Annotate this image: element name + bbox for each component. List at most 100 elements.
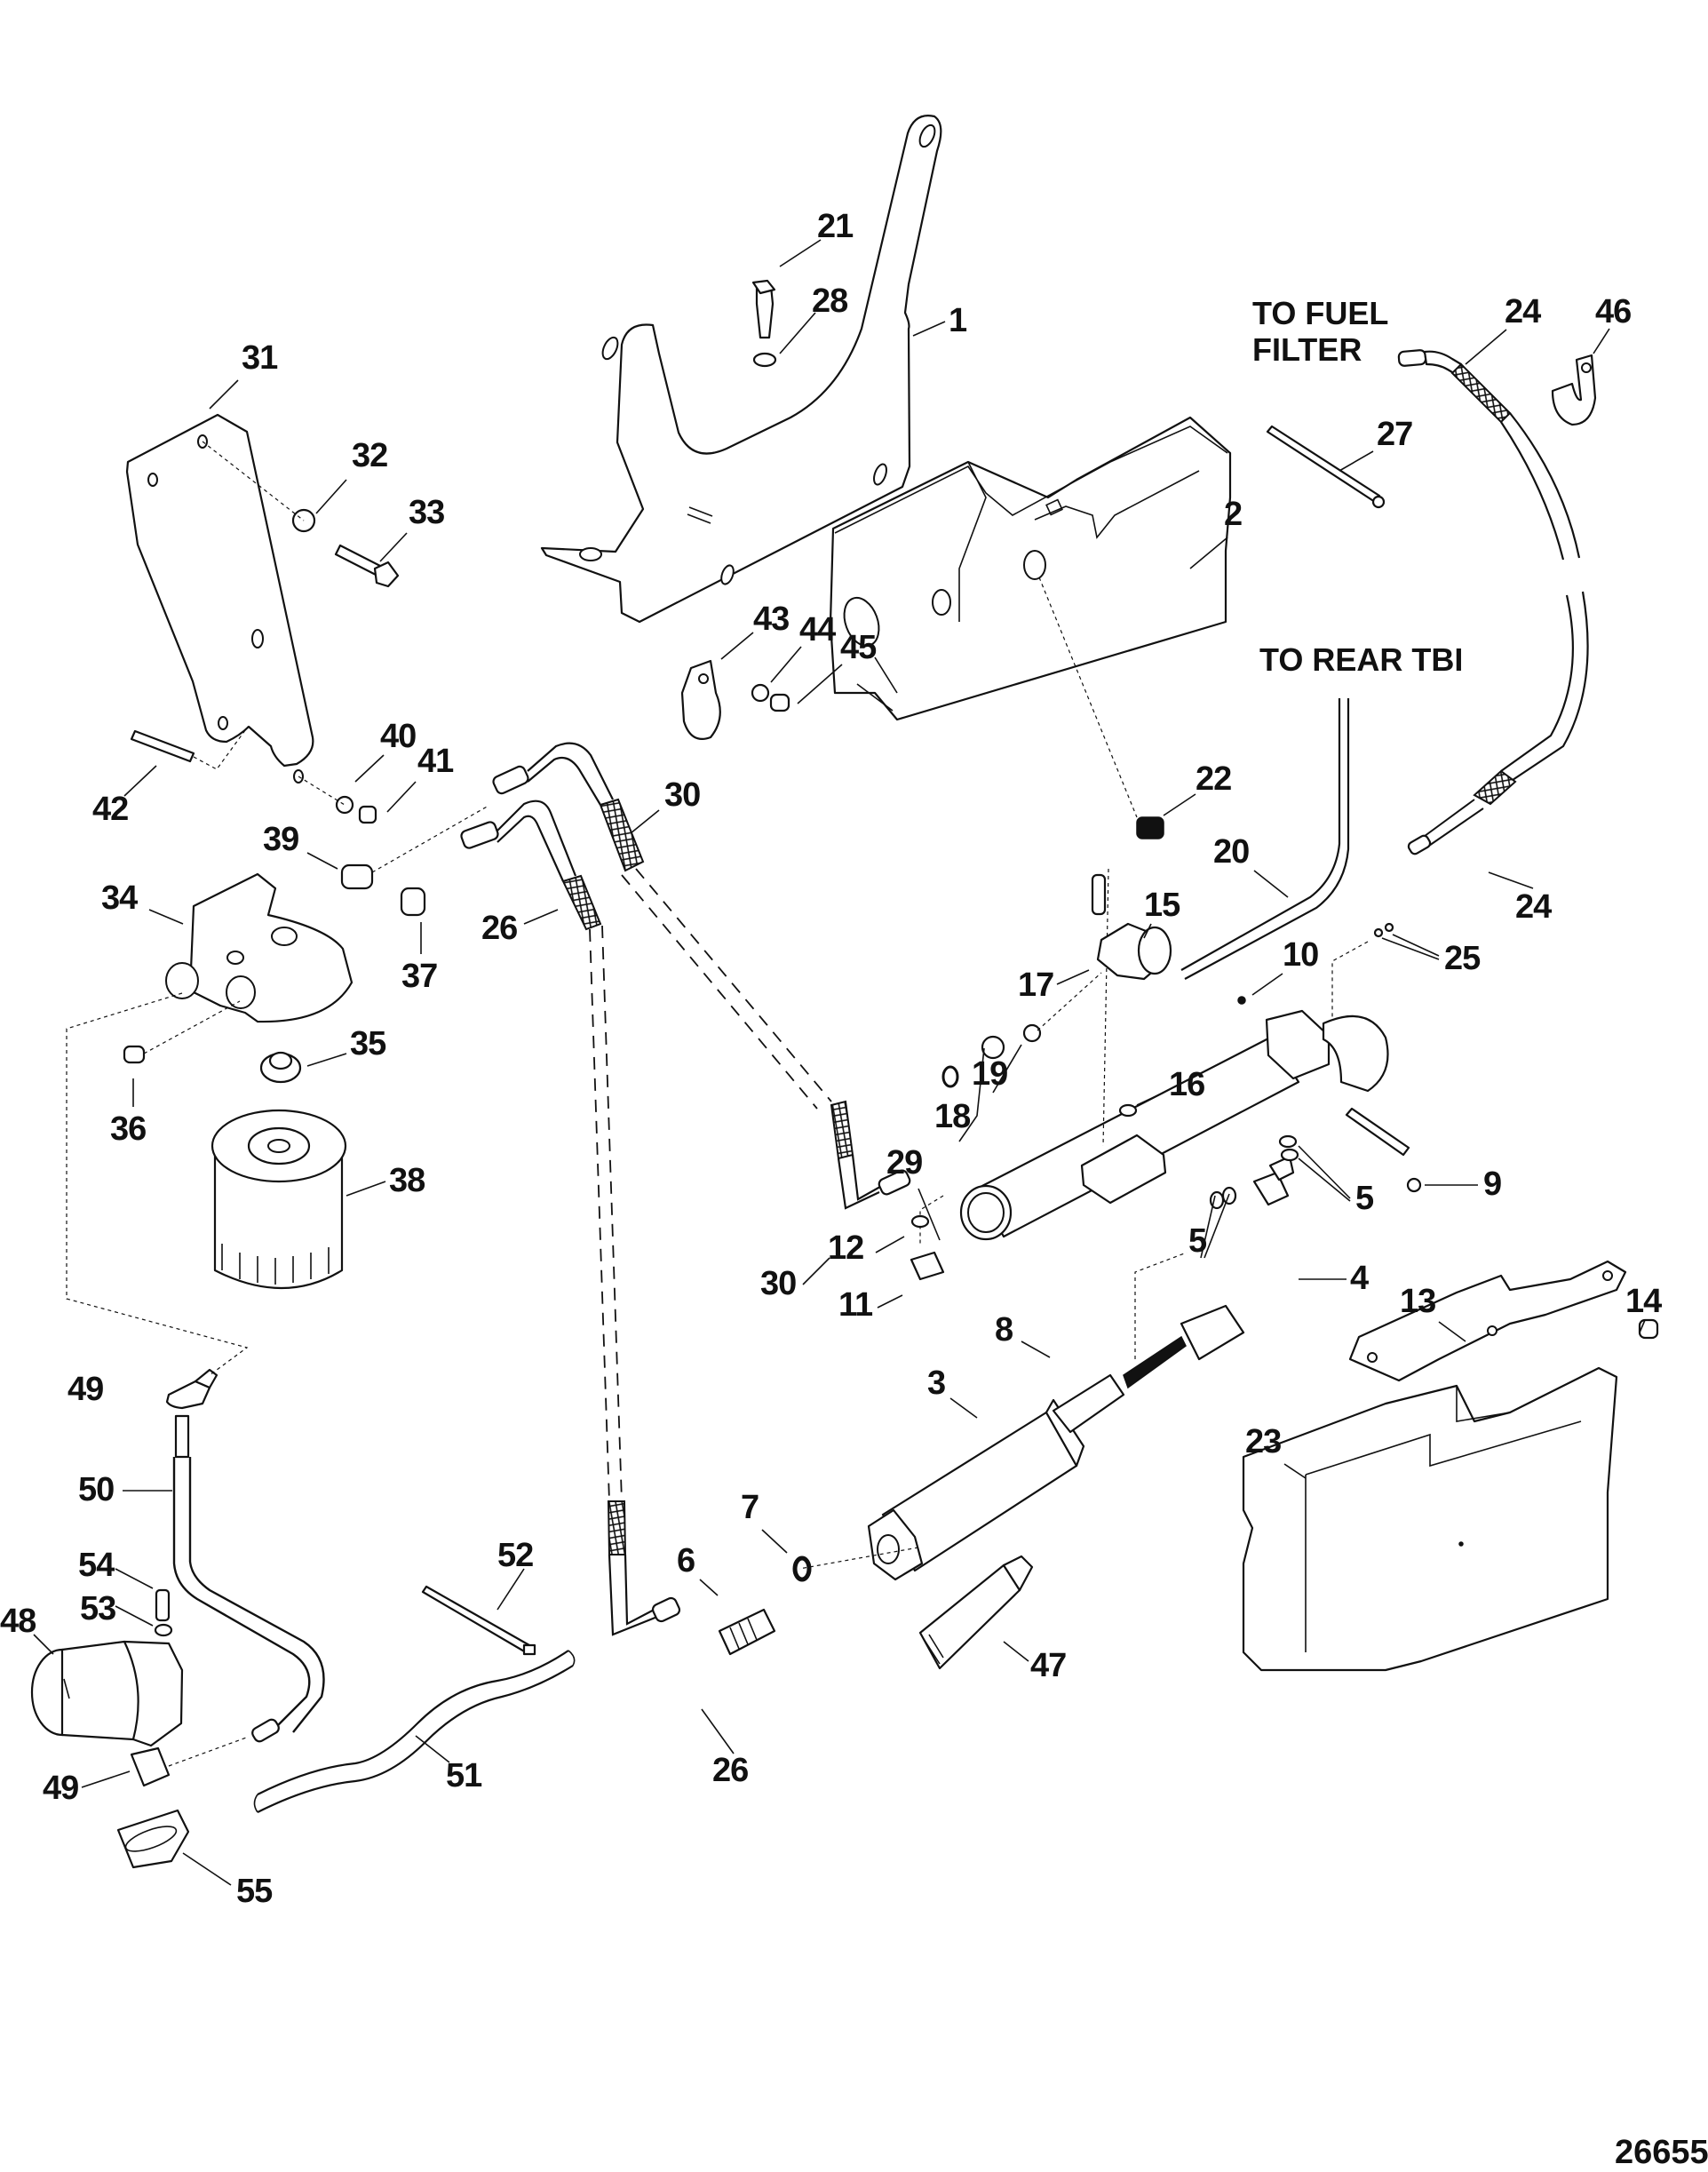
callout-41: 41 [417,743,454,780]
callout-35: 35 [350,1025,386,1062]
callout-12: 12 [828,1229,864,1267]
part-47-sealant-tube [918,1555,1034,1670]
callout-16: 16 [1169,1066,1205,1103]
part-12-o-ring [910,1214,930,1229]
part-46-clamp [1551,354,1597,426]
callout-31: 31 [242,339,278,377]
assembly-line-31-40 [298,776,346,806]
part-44-washer [751,683,770,703]
callout-34: 34 [101,879,138,917]
note-to-rear-tbi: TO REAR TBI [1259,641,1464,678]
callout-24b: 24 [1515,888,1552,926]
assembly-line-31-32 [202,441,305,521]
part-54-screw [155,1588,171,1622]
callout-7: 7 [741,1489,759,1526]
part-3-electric-fuel-pump [867,1304,1245,1581]
callout-6: 6 [677,1542,695,1579]
callout-15: 15 [1144,887,1180,924]
assembly-line-39 [371,805,489,873]
callout-2: 2 [1224,496,1243,533]
note-to-fuel-filter: TO FUEL FILTER [1252,295,1389,369]
callout-23: 23 [1245,1423,1282,1460]
callout-26a: 26 [481,910,518,947]
part-36-plug [123,1045,146,1064]
part-37-fitting [400,887,426,917]
part-35-adapter [259,1051,302,1084]
assembly-line-18-15 [1037,972,1102,1031]
part-27-tie-strap [1266,425,1386,509]
part-38-filter [211,1109,347,1289]
part-14-nut [1638,1318,1659,1340]
part-22-grommet [1136,816,1164,839]
part-50-fuel-tube [172,1414,325,1743]
callout-43: 43 [753,601,790,638]
callout-9: 9 [1483,1166,1502,1203]
callout-17: 17 [1018,967,1054,1004]
callout-21: 21 [817,208,854,245]
part-9-screw [1345,1107,1422,1193]
callout-20: 20 [1213,833,1250,871]
callout-32: 32 [352,437,388,474]
callout-49b: 49 [43,1770,79,1807]
part-5-o-ring-a [1278,1134,1298,1149]
callout-30b: 30 [760,1265,797,1302]
part-49-elbow-lower [130,1746,171,1787]
part-30-fuel-line [492,742,911,1210]
callout-52: 52 [497,1537,534,1574]
part-39-fitting [340,863,374,890]
part-51-hose [253,1650,576,1813]
part-16-seal [1118,1103,1138,1118]
part-34-filter-head [165,872,354,1023]
assembly-line-3 [798,1547,919,1570]
callout-29: 29 [886,1144,923,1181]
part-26-fuel-line [460,800,681,1636]
callout-50: 50 [78,1471,115,1508]
assembly-line-3-rail [1134,1252,1188,1359]
part-41-nut [358,805,377,824]
callout-8: 8 [995,1311,1013,1349]
callout-1: 1 [949,302,967,339]
part-28-washer [752,352,777,368]
callout-37: 37 [401,958,438,995]
callout-45: 45 [840,629,877,666]
part-31-bracket-plate [125,413,314,784]
callout-25: 25 [1444,940,1481,977]
callout-40: 40 [380,718,417,755]
part-52-tie-strap [421,1585,536,1656]
callout-30a: 30 [664,776,701,814]
callout-3: 3 [927,1364,946,1402]
callout-44: 44 [799,611,836,648]
assembly-line-25 [1331,941,1369,1018]
callout-18: 18 [934,1098,971,1135]
callout-4: 4 [1350,1260,1369,1297]
part-33-bolt [334,544,400,588]
part-13-bracket [1348,1260,1627,1382]
part-49-elbow-upper [165,1368,218,1410]
part-29-o-ring [941,1065,959,1088]
part-1-mounting-bracket [540,115,942,624]
callout-33: 33 [409,494,445,531]
callout-47: 47 [1030,1647,1067,1684]
part-17-screw [1091,873,1107,916]
part-15-pressure-regulator [1096,922,1172,981]
part-19-washer [1022,1023,1042,1043]
part-45-nut [769,693,790,712]
part-40-washer [335,795,354,815]
callout-39: 39 [263,821,299,858]
part-2-cover [829,416,1232,721]
callout-5b: 5 [1188,1222,1207,1260]
callout-54: 54 [78,1547,115,1584]
callout-5a: 5 [1355,1180,1374,1217]
part-24-fuel-hose [1397,349,1589,855]
callout-38: 38 [389,1162,425,1199]
part-25-o-ring-a [1373,927,1384,938]
part-55-gasket [116,1809,190,1869]
callout-10: 10 [1283,936,1319,974]
assembly-line-42 [193,726,249,770]
callout-13: 13 [1400,1283,1436,1320]
callout-28: 28 [812,282,848,320]
part-5-o-ring-d [1221,1186,1237,1205]
figure-number: 26655 [1615,2134,1708,2171]
callout-26b: 26 [712,1752,749,1789]
